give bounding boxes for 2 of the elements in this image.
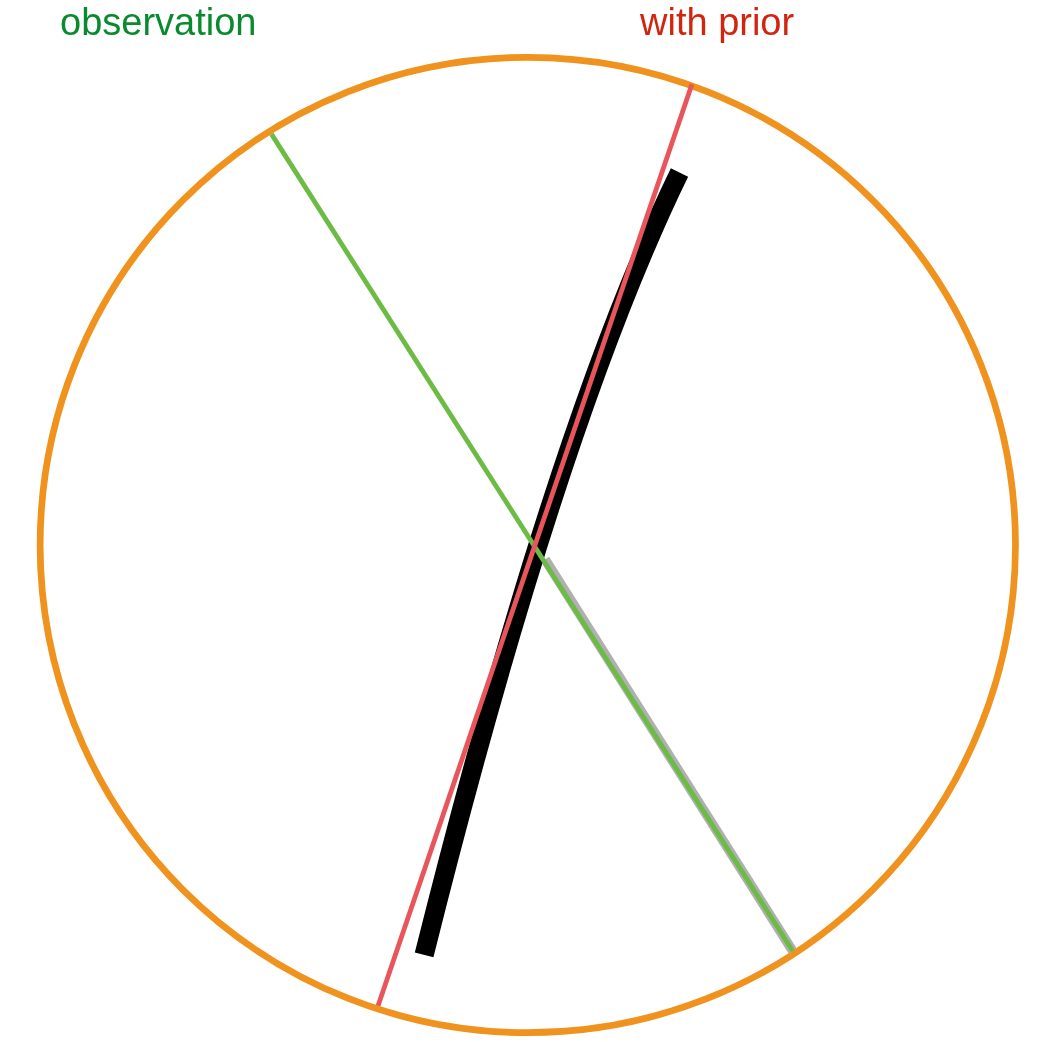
line-label: with prior	[640, 0, 795, 44]
line-label: observation	[60, 0, 257, 44]
